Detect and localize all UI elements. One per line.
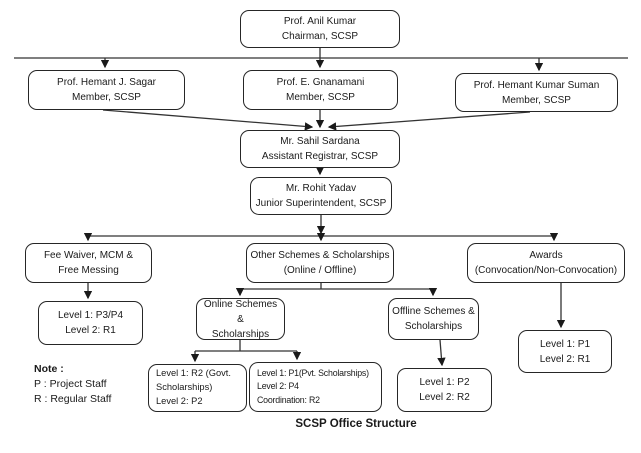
level-label: Level 1: R2 (Govt. [156, 368, 231, 379]
branch-label: Other Schemes & Scholarships [250, 250, 390, 261]
person-name: Prof. Anil Kumar [283, 16, 357, 27]
node-online-pvt-levels: Level 1: P1(Pvt. Scholarships) Level 2: … [249, 362, 382, 412]
note-line: R : Regular Staff [34, 393, 112, 406]
level-label: Level 1: P1 [539, 338, 591, 350]
person-role: Chairman, SCSP [281, 31, 359, 42]
note-title: Note : [34, 363, 64, 375]
branch-label: Offline Schemes & [392, 306, 475, 317]
level-label: Level 2: P2 [156, 395, 203, 406]
branch-label: Free Messing [58, 265, 119, 276]
level-label: Level 2: P4 [257, 381, 299, 392]
level-label: Level 1: P1(Pvt. Scholarships) [257, 368, 369, 379]
person-role: Assistant Registrar, SCSP [261, 151, 379, 162]
branch-label: (Online / Offline) [283, 265, 357, 276]
person-name: Prof. Hemant J. Sagar [57, 77, 156, 88]
branch-label: Fee Waiver, MCM & [43, 250, 134, 261]
node-member-sagar: Prof. Hemant J. Sagar Member, SCSP [28, 70, 185, 110]
branch-label: Online Schemes & [203, 298, 278, 325]
node-junior-superintendent: Mr. Rohit Yadav Junior Superintendent, S… [250, 177, 392, 215]
level-label: Scholarships) [156, 382, 213, 393]
person-name: Mr. Rohit Yadav [285, 183, 357, 194]
level-label: Coordination: R2 [257, 394, 320, 405]
diagram-caption: SCSP Office Structure [295, 418, 417, 430]
node-member-gnanamani: Prof. E. Gnanamani Member, SCSP [243, 70, 398, 110]
branch-label: Scholarships [404, 321, 463, 332]
node-online-govt-levels: Level 1: R2 (Govt. Scholarships) Level 2… [148, 364, 247, 412]
node-offline-schemes: Offline Schemes & Scholarships [388, 298, 479, 340]
branch-label: (Convocation/Non-Convocation) [474, 265, 618, 276]
level-label: Level 2: R1 [539, 353, 591, 365]
node-fee-waiver-levels: Level 1: P3/P4 Level 2: R1 [38, 301, 143, 345]
node-awards-levels: Level 1: P1 Level 2: R1 [518, 330, 612, 373]
legend-note: Note : P : Project Staff R : Regular Sta… [34, 362, 111, 408]
note-line: P : Project Staff [34, 378, 107, 391]
node-online-schemes: Online Schemes & Scholarships [196, 298, 285, 340]
person-role: Member, SCSP [286, 92, 355, 103]
node-other-schemes: Other Schemes & Scholarships (Online / O… [246, 243, 394, 283]
level-label: Level 1: P3/P4 [57, 310, 124, 321]
person-name: Prof. Hemant Kumar Suman [473, 79, 600, 91]
level-label: Level 1: P2 [419, 377, 470, 388]
node-fee-waiver: Fee Waiver, MCM & Free Messing [25, 243, 152, 283]
node-chairman: Prof. Anil Kumar Chairman, SCSP [240, 10, 400, 48]
branch-label: Scholarships [211, 328, 270, 340]
person-name: Mr. Sahil Sardana [280, 136, 360, 147]
person-role: Member, SCSP [72, 92, 141, 103]
branch-label: Awards [529, 250, 563, 261]
node-assistant-registrar: Mr. Sahil Sardana Assistant Registrar, S… [240, 130, 400, 168]
level-label: Level 2: R2 [419, 392, 470, 403]
person-role: Member, SCSP [502, 94, 571, 106]
person-role: Junior Superintendent, SCSP [255, 198, 387, 209]
level-label: Level 2: R1 [65, 325, 116, 336]
node-awards: Awards (Convocation/Non-Convocation) [467, 243, 625, 283]
node-offline-levels: Level 1: P2 Level 2: R2 [397, 368, 492, 412]
person-name: Prof. E. Gnanamani [276, 77, 365, 88]
node-member-suman: Prof. Hemant Kumar Suman Member, SCSP [455, 73, 618, 112]
